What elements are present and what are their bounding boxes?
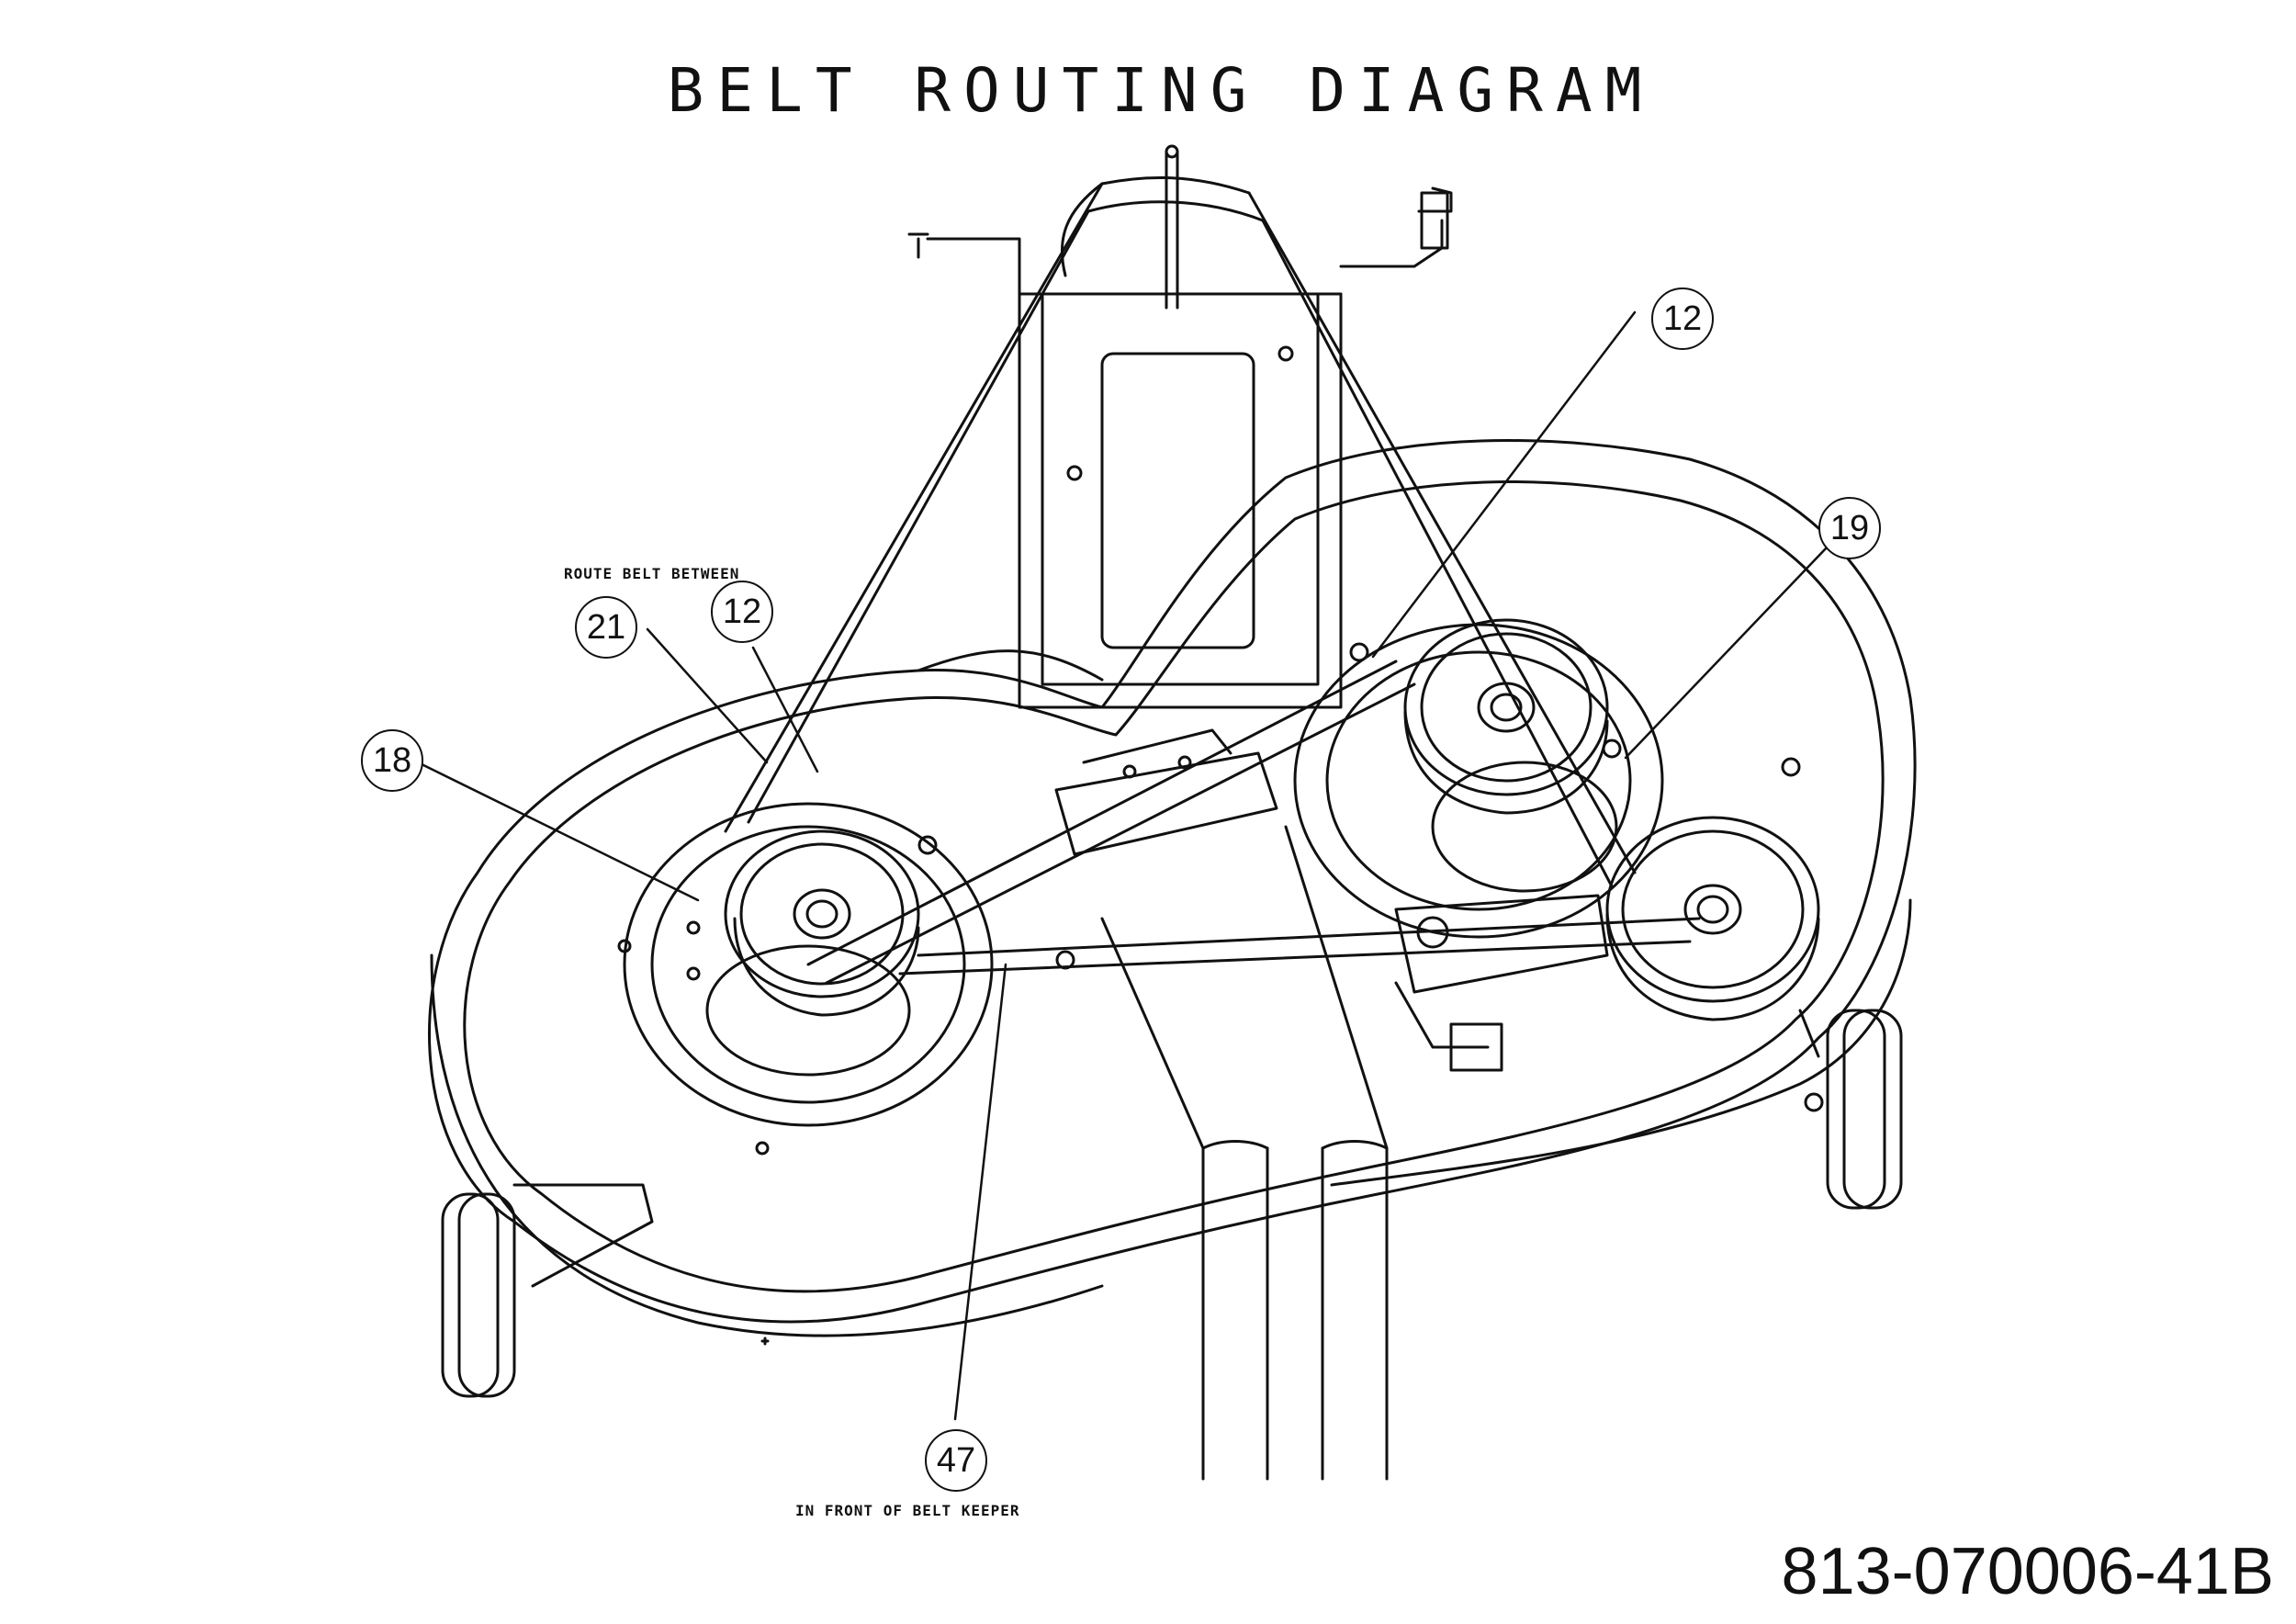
callout-19: 19 <box>1818 497 1881 559</box>
right-blade-housing <box>1293 623 1664 939</box>
center-idler-arm <box>1054 728 1278 856</box>
route-belt-note: ROUTE BELT BETWEEN <box>564 565 740 582</box>
right-gauge-wheel <box>1798 1009 1903 1210</box>
callout-21: 21 <box>575 596 637 659</box>
belt-keeper-note: IN FRONT OF BELT KEEPER <box>795 1502 1020 1519</box>
callout-47: 47 <box>925 1429 987 1492</box>
left-blade-housing <box>623 802 994 1127</box>
idler-bracket <box>1394 894 1609 1072</box>
left-gauge-wheel <box>441 1183 654 1398</box>
deck-hanger-frame <box>907 144 1453 709</box>
callout-12-upper-right: 12 <box>1651 288 1714 350</box>
document-number: 813-070006-41B <box>1781 1535 2274 1608</box>
drive-belt <box>724 175 1701 985</box>
mounting-bolts <box>617 642 1824 1346</box>
callout-leaders <box>416 310 1829 1421</box>
diagram-title: BELT ROUTING DIAGRAM <box>667 55 1655 126</box>
callout-12-left: 12 <box>711 581 773 643</box>
deck-housing <box>428 439 1917 1337</box>
callout-18: 18 <box>361 729 423 792</box>
left-spindle-pulley <box>724 829 920 1017</box>
right-spindle-pulley <box>1403 618 1609 815</box>
front-lift-arm <box>1100 825 1389 1481</box>
idler-pulley <box>1605 816 1820 1021</box>
